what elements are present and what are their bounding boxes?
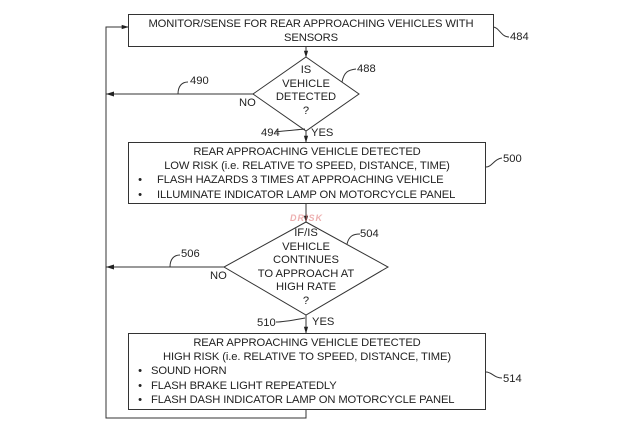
- ref-490: 490: [190, 75, 209, 87]
- low-risk-bullet-2: • ILLUMINATE INDICATOR LAMP ON MOTORCYCL…: [129, 188, 485, 202]
- leader-506: [169, 254, 181, 268]
- ref-484: 484: [510, 31, 529, 43]
- decision-2-line-1: IF/IS: [294, 227, 318, 239]
- decision-2-line-5: HIGH RATE: [275, 281, 337, 294]
- bullet-icon: •: [138, 174, 142, 187]
- decision-1-no-label: NO: [239, 97, 256, 109]
- low-risk-box: REAR APPROACHING VEHICLE DETECTED LOW RI…: [128, 142, 486, 204]
- high-risk-bullet-1: • SOUND HORN: [129, 364, 485, 378]
- high-risk-bullet-3: • FLASH DASH INDICATOR LAMP ON MOTORCYCL…: [129, 393, 485, 407]
- bullet-icon: •: [138, 393, 142, 406]
- ref-510: 510: [257, 317, 276, 329]
- leader-494: [274, 128, 306, 133]
- low-risk-bullet-1-text: FLASH HAZARDS 3 TIMES AT APPROACHING VEH…: [157, 174, 444, 187]
- decision-1-line-2: VEHICLE: [282, 77, 330, 90]
- ref-514: 514: [503, 373, 522, 385]
- high-risk-bullet-3-text: FLASH DASH INDICATOR LAMP ON MOTORCYCLE …: [151, 393, 455, 406]
- low-risk-bullet-2-text: ILLUMINATE INDICATOR LAMP ON MOTORCYCLE …: [157, 188, 456, 201]
- start-box-line-1: MONITOR/SENSE FOR REAR APPROACHING VEHIC…: [148, 18, 474, 30]
- decision-2-no-label: NO: [210, 270, 227, 282]
- decision-1-line-3: DETECTED: [275, 91, 337, 104]
- ref-494: 494: [261, 127, 280, 139]
- high-risk-bullet-2: • FLASH BRAKE LIGHT REPEATEDLY: [129, 379, 485, 393]
- high-risk-bullet-2-text: FLASH BRAKE LIGHT REPEATEDLY: [151, 379, 337, 392]
- decision-1-text: IS VEHICLE DETECTED ?: [266, 64, 346, 118]
- low-risk-title: REAR APPROACHING VEHICLE DETECTED: [193, 146, 421, 158]
- decision-2-text: IF/IS VEHICLE CONTINUES TO APPROACH AT H…: [256, 227, 356, 309]
- decision-2-line-3: CONTINUES: [273, 254, 339, 267]
- high-risk-title: REAR APPROACHING VEHICLE DETECTED: [193, 337, 421, 349]
- decision-1-yes-label: YES: [311, 127, 334, 139]
- leader-488: [341, 68, 357, 83]
- monitor-sense-box: MONITOR/SENSE FOR REAR APPROACHING VEHIC…: [128, 14, 494, 47]
- decision-2-line-2: VEHICLE: [282, 240, 330, 253]
- decision-2-yes-label: YES: [312, 316, 335, 328]
- ref-500: 500: [503, 153, 522, 165]
- ref-488: 488: [357, 63, 376, 75]
- decision-1-line-4: ?: [302, 104, 310, 117]
- high-risk-subtitle: HIGH RISK (i.e. RELATIVE TO SPEED, DISTA…: [162, 351, 451, 364]
- low-risk-bullet-1: • FLASH HAZARDS 3 TIMES AT APPROACHING V…: [129, 173, 485, 187]
- arrow-head-490: [106, 91, 114, 97]
- bullet-icon: •: [138, 365, 142, 378]
- low-risk-subtitle: LOW RISK (i.e. RELATIVE TO SPEED, DISTAN…: [164, 160, 450, 173]
- bullet-icon: •: [138, 188, 142, 201]
- high-risk-box: REAR APPROACHING VEHICLE DETECTED HIGH R…: [128, 333, 486, 410]
- leader-500: [485, 157, 503, 168]
- decision-2-line-6: ?: [302, 294, 310, 307]
- leader-510: [275, 317, 306, 323]
- arrow-head-506: [106, 264, 114, 270]
- start-box-line-2: SENSORS: [283, 32, 338, 45]
- leader-484: [492, 26, 510, 38]
- ref-506: 506: [181, 248, 200, 260]
- decision-2-line-4: TO APPROACH AT: [257, 267, 355, 280]
- watermark: DRISK: [290, 213, 324, 223]
- ref-504: 504: [360, 228, 379, 240]
- bullet-icon: •: [138, 379, 142, 392]
- leader-504: [346, 233, 361, 245]
- leader-490: [177, 81, 189, 95]
- leader-514: [485, 371, 503, 379]
- decision-1-line-1: IS: [300, 64, 312, 76]
- return-loop-line: [105, 24, 307, 419]
- high-risk-bullet-1-text: SOUND HORN: [151, 365, 227, 378]
